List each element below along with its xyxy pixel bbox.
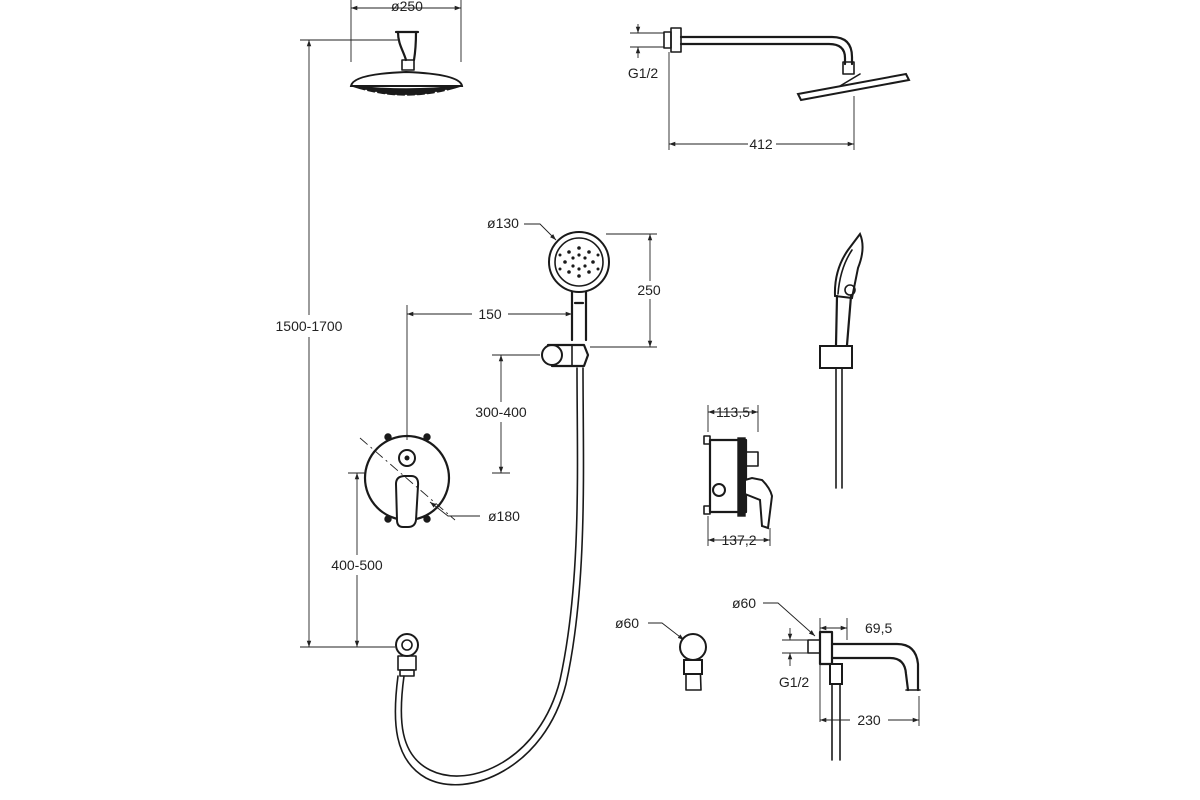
hand-shower-height-label: 250 <box>637 282 661 298</box>
spout-thread-label: G1/2 <box>779 674 810 690</box>
total-height-dimension: 1500-1700 <box>270 39 400 648</box>
hand-shower-diameter-label: ø130 <box>487 215 519 231</box>
bath-spout-side-view: ø60 G1/2 69,5 230 <box>732 595 921 761</box>
spout-projection-label: 69,5 <box>865 620 892 636</box>
hose-outlet-front-view <box>395 633 419 677</box>
wall-outlet-front-view: ø60 <box>615 615 707 691</box>
shower-hose <box>394 367 585 786</box>
overhead-shower-side-view: G1/2 412 <box>628 24 911 152</box>
spout-length-label: 230 <box>857 712 881 728</box>
mixer-diameter-label: ø180 <box>488 508 520 524</box>
overhead-diameter-label: ø250 <box>391 0 423 14</box>
total-height-label: 1500-1700 <box>276 318 343 334</box>
arm-length-label: 412 <box>749 136 773 152</box>
overhead-shower-front-view: ø250 <box>349 0 464 98</box>
mixer-height-label: 400-500 <box>331 557 383 573</box>
box-depth-label: 113,5 <box>716 404 750 420</box>
total-depth-label: 137,2 <box>721 532 756 548</box>
wall-holder: 300-400 <box>466 343 590 474</box>
hand-shower-offset-label: 150 <box>478 306 502 322</box>
arm-thread-label: G1/2 <box>628 65 659 81</box>
outlet-diameter-label: ø60 <box>615 615 639 631</box>
mixer-side-view: 113,5 137,2 <box>703 404 774 548</box>
hand-shower-front-view: ø130 250 150 <box>406 215 668 440</box>
mixer-front-view: ø180 400-500 <box>322 433 520 647</box>
hand-shower-side-view <box>819 232 864 489</box>
holder-height-label: 300-400 <box>475 404 527 420</box>
spout-diameter-label: ø60 <box>732 595 756 611</box>
